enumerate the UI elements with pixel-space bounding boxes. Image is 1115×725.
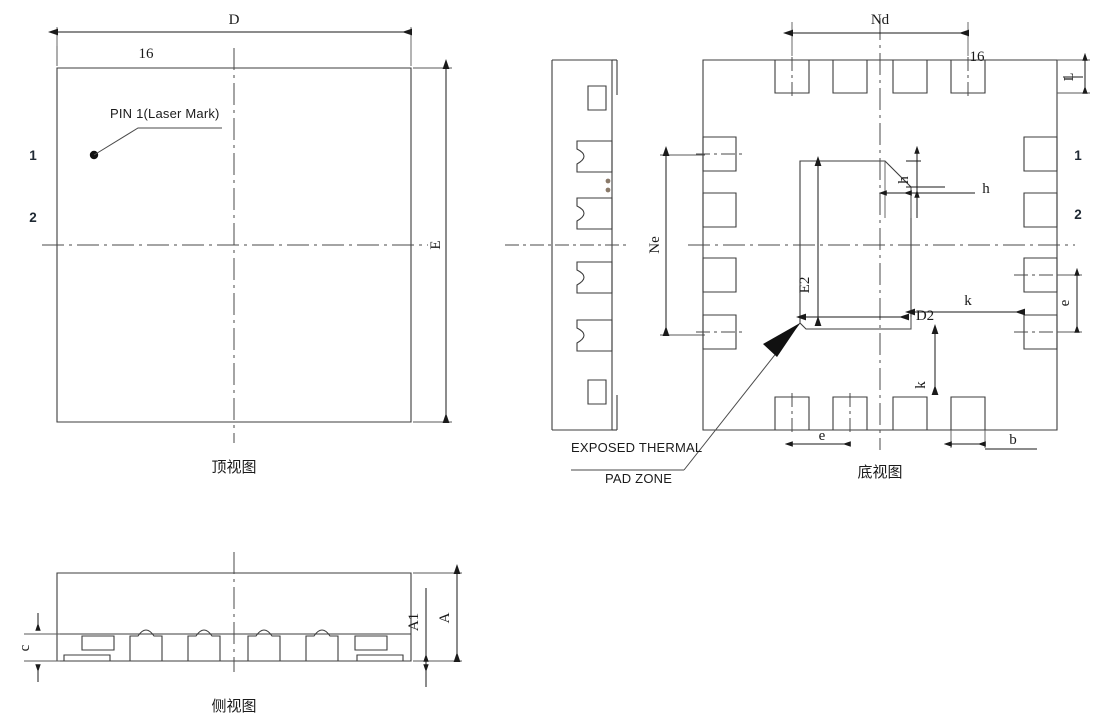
h-vertical-label: h — [896, 176, 912, 184]
e2-label: E2 — [797, 277, 813, 294]
bottom-view: Nd 16 L 1 2 h h E2 D2 k — [571, 12, 1090, 486]
cross-section-pin-profile-3 — [577, 262, 612, 293]
bottom-view-pin-1-label: 1 — [1074, 148, 1082, 163]
top-view-pin-1-label: 1 — [29, 148, 37, 163]
top-view-d-label: D — [229, 12, 240, 28]
side-view-pin-profile-2 — [188, 630, 220, 661]
bottom-view-pad-right-1 — [1024, 137, 1057, 171]
cross-section-ellipsis-dot-1 — [605, 178, 611, 184]
k-bottom-label: k — [913, 381, 929, 389]
bottom-view-pad-top-3 — [893, 60, 927, 93]
bottom-view-pad-bottom-3 — [893, 397, 927, 430]
bottom-view-pad-left-3 — [703, 258, 736, 292]
side-view-pin-profile-1 — [130, 630, 162, 661]
top-view-pin-2-label: 2 — [29, 210, 37, 225]
cross-section-ellipsis-dot-2 — [605, 187, 611, 193]
pin1-callout-label: PIN 1(Laser Mark) — [110, 106, 220, 121]
nd-label: Nd — [871, 12, 890, 28]
side-view-pin-profile-4 — [306, 630, 338, 661]
h-horizontal-label: h — [982, 181, 990, 197]
side-view-caption: 侧视图 — [211, 697, 256, 715]
side-view-corner-tab-left — [64, 655, 110, 661]
bottom-view-pad-top-2 — [833, 60, 867, 93]
bottom-view-16-label: 16 — [970, 49, 986, 65]
top-view: D 16 E 1 2 PIN 1(Laser Mark) 顶视图 — [29, 12, 452, 476]
cross-section-pin-profile-4 — [577, 320, 612, 351]
b-label: b — [1009, 432, 1017, 448]
cross-section-pin-profile-1 — [577, 141, 612, 172]
thermal-pad-callout-arrow — [763, 323, 800, 357]
c-label: c — [17, 644, 33, 651]
l-label: L — [1062, 73, 1077, 82]
side-view-corner-tab-right — [357, 655, 403, 661]
cross-section-pin-profile-2 — [577, 198, 612, 229]
pin1-callout-leader — [93, 127, 222, 156]
top-view-16-label: 16 — [139, 46, 155, 62]
side-view-corner-pad-left — [82, 636, 114, 650]
cross-section-corner-pad-top — [588, 86, 606, 110]
bottom-view-pad-left-2 — [703, 193, 736, 227]
side-view: A A1 c 侧视图 — [17, 552, 462, 715]
cross-section-corner-pad-bottom — [588, 380, 606, 404]
a1-label: A1 — [406, 613, 422, 631]
thermal-pad-label-line2: PAD ZONE — [605, 471, 672, 486]
side-view-pin-profile-3 — [248, 630, 280, 661]
bottom-view-pad-bottom-4 — [951, 397, 985, 430]
bottom-view-pin-2-label: 2 — [1074, 207, 1082, 222]
e-right-label: e — [1057, 299, 1073, 306]
bottom-view-caption: 底视图 — [857, 463, 902, 481]
e-bottom-label: e — [819, 428, 826, 444]
top-view-e-label: E — [428, 240, 444, 249]
top-view-caption: 顶视图 — [211, 458, 256, 476]
side-view-corner-pad-right — [355, 636, 387, 650]
cross-section-view: Ne — [505, 60, 705, 430]
a-label: A — [437, 612, 453, 623]
bottom-view-pad-right-2 — [1024, 193, 1057, 227]
ne-label: Ne — [647, 236, 663, 254]
k-right-label: k — [964, 293, 972, 309]
thermal-pad-label-line1: EXPOSED THERMAL — [571, 440, 702, 455]
d2-label: D2 — [916, 308, 934, 324]
